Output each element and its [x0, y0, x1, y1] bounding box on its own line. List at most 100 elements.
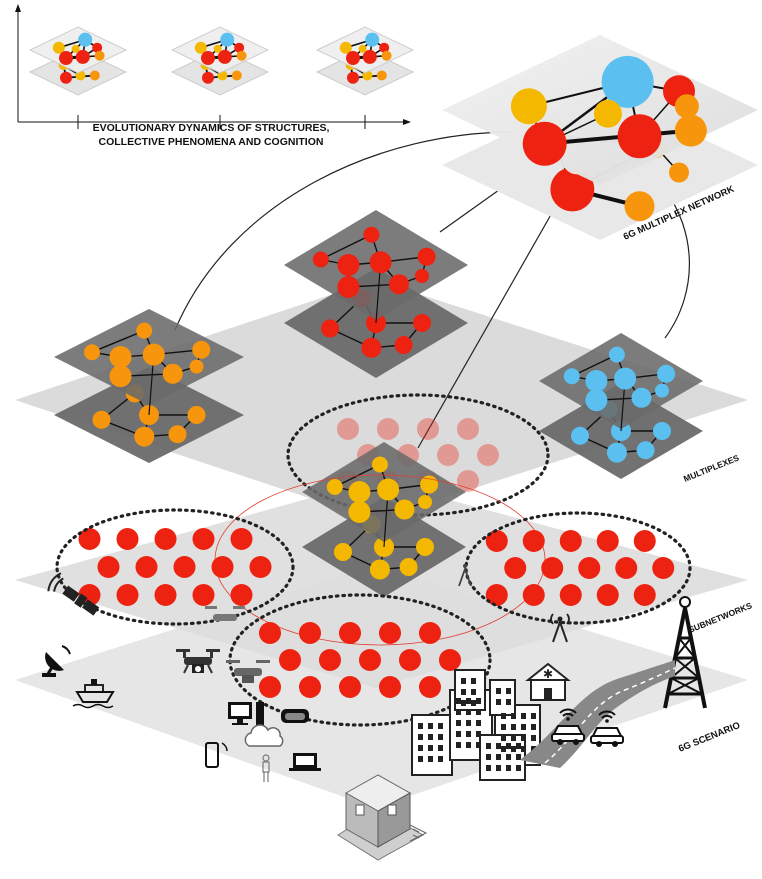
- svg-text:✱: ✱: [543, 667, 553, 681]
- node: [477, 444, 499, 466]
- vr-headset-icon: [281, 709, 309, 723]
- window: [418, 723, 423, 729]
- node: [154, 528, 177, 550]
- node: [189, 359, 204, 374]
- node: [84, 344, 100, 361]
- evolution-snapshot-3: [315, 26, 415, 96]
- node: [348, 481, 371, 503]
- node: [78, 528, 101, 550]
- window: [476, 731, 481, 737]
- node: [92, 42, 103, 53]
- node: [339, 676, 361, 698]
- node: [326, 479, 343, 495]
- node: [379, 622, 401, 644]
- node: [608, 346, 625, 363]
- node: [348, 501, 371, 523]
- node: [657, 364, 676, 383]
- community-ellipse-left: [55, 508, 295, 626]
- node: [362, 49, 377, 64]
- node: [339, 622, 361, 644]
- node: [419, 622, 441, 644]
- window: [418, 756, 423, 762]
- node: [231, 70, 242, 81]
- window: [428, 745, 433, 751]
- node: [299, 676, 321, 698]
- node: [234, 42, 245, 53]
- wifi-icon: [598, 710, 616, 723]
- desktop-computer-icon: [228, 702, 264, 725]
- multiplex-red: [284, 210, 468, 378]
- node: [78, 32, 93, 47]
- satellite-dish-icon: [42, 645, 71, 677]
- node: [522, 584, 545, 606]
- house-icon: ✱: [525, 662, 571, 701]
- window: [516, 754, 521, 760]
- window: [438, 723, 443, 729]
- node: [369, 251, 392, 274]
- window: [456, 709, 461, 715]
- window: [521, 724, 526, 730]
- node: [116, 528, 139, 550]
- node: [211, 556, 234, 578]
- connector-yellow: [417, 189, 566, 449]
- antenna-icon: [458, 564, 472, 587]
- window: [438, 756, 443, 762]
- window: [511, 713, 516, 719]
- node: [485, 584, 508, 606]
- node: [377, 478, 400, 501]
- multiplexes-label: MULTIPLEXES: [682, 452, 741, 483]
- node: [337, 254, 360, 276]
- node: [259, 676, 281, 698]
- node: [416, 538, 434, 556]
- window: [461, 678, 466, 684]
- node: [213, 44, 222, 53]
- window: [531, 735, 536, 741]
- node: [674, 94, 699, 119]
- window: [476, 698, 481, 704]
- node: [202, 71, 214, 84]
- evolution-title-line1: EVOLUTIONARY DYNAMICS OF STRUCTURES,: [93, 122, 330, 134]
- window: [496, 688, 501, 694]
- car-icon: [590, 727, 624, 747]
- node: [220, 32, 235, 47]
- node: [363, 226, 380, 243]
- node: [394, 499, 415, 520]
- window: [531, 713, 536, 719]
- edge: [571, 353, 618, 377]
- node: [585, 389, 608, 412]
- drone-icon: [176, 649, 220, 674]
- window: [471, 689, 476, 695]
- subnetworks-label: SUBNETWORKS: [687, 600, 754, 635]
- node: [571, 426, 589, 445]
- node: [615, 557, 638, 579]
- window: [466, 720, 471, 726]
- node: [371, 456, 388, 473]
- evolution-title-line2: COLLECTIVE PHENOMENA AND COGNITION: [99, 136, 324, 148]
- window: [486, 765, 491, 771]
- window: [418, 745, 423, 751]
- node: [674, 114, 707, 147]
- node: [653, 422, 671, 440]
- six-g-multiplex-network: [442, 35, 758, 240]
- node: [75, 49, 90, 64]
- node: [631, 387, 652, 408]
- window: [471, 678, 476, 684]
- node: [299, 622, 321, 644]
- node: [109, 365, 132, 388]
- node: [89, 70, 100, 81]
- smartphone-icon: [205, 742, 228, 768]
- node: [636, 441, 655, 460]
- node: [194, 41, 207, 54]
- window: [496, 743, 501, 749]
- window: [516, 743, 521, 749]
- window: [438, 734, 443, 740]
- ship-icon: [72, 679, 115, 709]
- node: [606, 442, 627, 463]
- satellite-icon: [47, 572, 100, 616]
- node: [249, 556, 272, 578]
- edge: [320, 234, 372, 261]
- node: [399, 558, 418, 576]
- node: [71, 44, 80, 53]
- window: [456, 731, 461, 737]
